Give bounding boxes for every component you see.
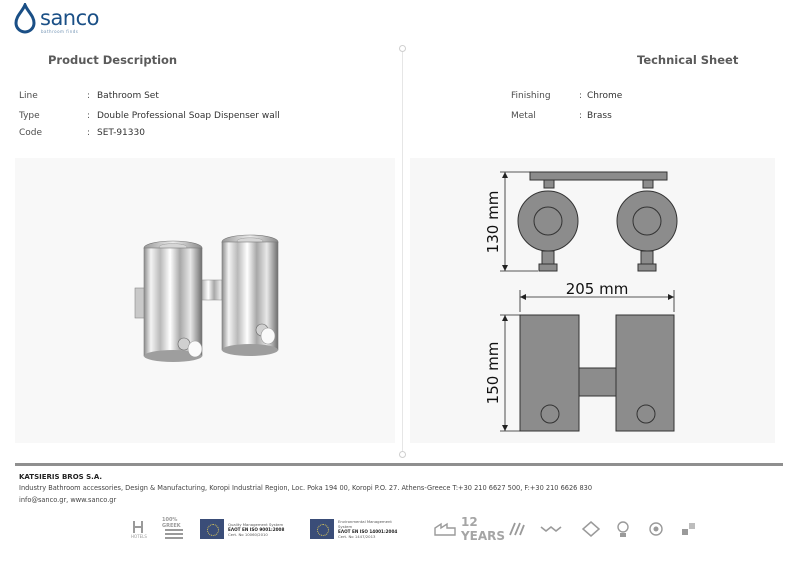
iso9001-certificate: Quality Management System ΕΛΟΤ EN ISO 90… xyxy=(200,516,288,542)
spec-row-code: Code : SET-91330 xyxy=(19,128,289,140)
badge-label: 100% GREEK xyxy=(162,517,181,529)
technical-drawing: 130 mm 205 mm 150 mm xyxy=(484,171,678,432)
spec-separator: : xyxy=(579,91,583,101)
seal-icon xyxy=(646,512,666,546)
recycle-icon xyxy=(580,512,602,546)
dimension-label-width: 205 mm xyxy=(566,280,629,298)
spec-key: Code xyxy=(19,128,43,138)
warranty-badge-icon: 12 YEARS xyxy=(461,512,505,546)
spec-row-metal: Metal : Brass xyxy=(511,111,711,123)
cert-standard: ΕΛΟΤ EN ISO 9001:2008 xyxy=(228,526,285,532)
dimension-label-height-front: 150 mm xyxy=(484,342,502,405)
center-divider xyxy=(402,48,403,455)
lightbulb-icon xyxy=(612,512,634,546)
cert-title: Environmental Management System xyxy=(338,519,392,529)
brand-tagline: bathroom finds xyxy=(41,29,79,34)
spec-separator: : xyxy=(87,111,91,121)
product-photo xyxy=(134,234,279,362)
brand-name: sanco xyxy=(40,6,100,30)
spec-key: Finishing xyxy=(511,91,551,101)
spec-value: Brass xyxy=(587,111,612,121)
cert-number: Cert. No 10060/2010 xyxy=(228,531,268,537)
divider-top-dot xyxy=(399,45,406,52)
company-contact: info@sanco.gr, www.sanco.gr xyxy=(19,496,117,504)
spec-row-type: Type : Double Professional Soap Dispense… xyxy=(19,111,289,123)
technical-sheet-heading: Technical Sheet xyxy=(637,53,739,67)
spec-separator: : xyxy=(579,111,583,121)
factory-icon xyxy=(432,512,458,546)
spec-key: Type xyxy=(19,111,40,121)
divider-bottom-dot xyxy=(399,451,406,458)
eu-flag-icon xyxy=(310,519,334,539)
certifications-row: HOTELS 100% GREEK Quality Management Sys… xyxy=(0,512,800,548)
spec-value: Bathroom Set xyxy=(97,91,159,101)
badge-label: HOTELS xyxy=(131,533,147,539)
spec-row-finishing: Finishing : Chrome xyxy=(511,91,711,103)
spec-row-line: Line : Bathroom Set xyxy=(19,91,289,103)
spec-value: SET-91330 xyxy=(97,128,145,138)
wave-icon xyxy=(538,512,564,546)
water-drop-icon xyxy=(14,3,36,34)
spec-separator: : xyxy=(87,128,91,138)
technical-drawing-panel: 130 mm 205 mm 150 mm xyxy=(410,158,775,443)
spec-key: Line xyxy=(19,91,38,101)
badge-label: 12 YEARS xyxy=(460,515,506,543)
product-photo-panel xyxy=(15,158,395,443)
footer-rule xyxy=(15,463,783,466)
cert-number: Cert. No 1447/2013 xyxy=(338,534,376,539)
dimension-label-height-top: 130 mm xyxy=(484,191,502,254)
spec-value: Chrome xyxy=(587,91,623,101)
nano-tech-icon xyxy=(678,512,700,546)
company-name: KATSIERIS BROS S.A. xyxy=(19,473,103,481)
hotels-badge-icon: HOTELS xyxy=(128,512,150,546)
product-description-heading: Product Description xyxy=(48,53,178,67)
spec-key: Metal xyxy=(511,111,536,121)
slashes-icon xyxy=(506,512,526,546)
spec-separator: : xyxy=(87,91,91,101)
brand-logo: sanco bathroom finds xyxy=(12,3,106,37)
cert-title: Quality Management System xyxy=(228,521,284,527)
eu-flag-icon xyxy=(200,519,224,539)
greek-made-badge-icon: 100% GREEK xyxy=(162,512,186,546)
spec-value: Double Professional Soap Dispenser wall … xyxy=(97,111,281,121)
company-address: Industry Bathroom accessories, Design & … xyxy=(19,484,593,492)
iso14001-certificate: Environmental Management System ΕΛΟΤ EN … xyxy=(310,516,398,542)
cert-standard: ΕΛΟΤ EN ISO 14001:2004 xyxy=(338,529,398,534)
